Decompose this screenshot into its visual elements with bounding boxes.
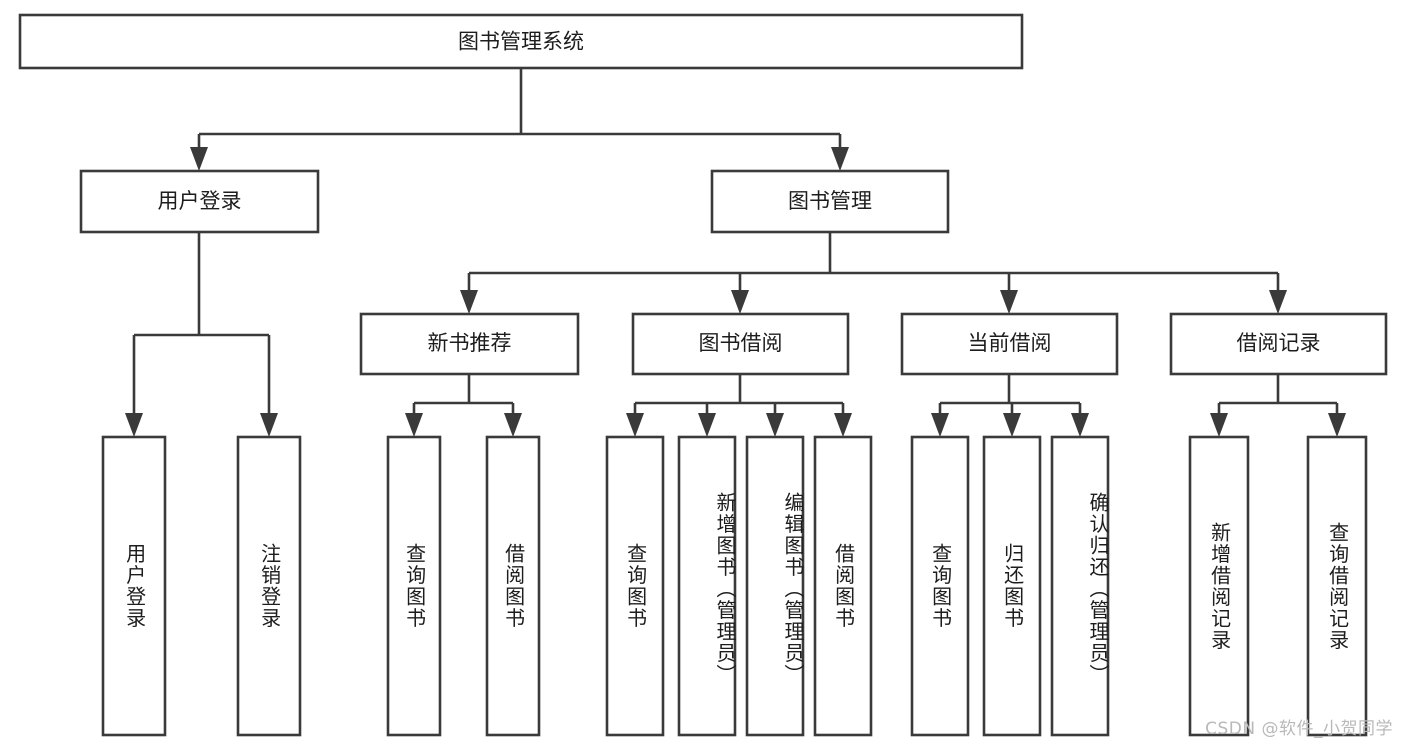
leaf-return-book-box[interactable] bbox=[982, 435, 1042, 737]
arrow-head-icon bbox=[504, 413, 522, 437]
arrow-head-icon bbox=[698, 413, 716, 437]
node-book-borrow[interactable]: 图书借阅 bbox=[631, 312, 850, 376]
node-root[interactable]: 图书管理系统 bbox=[18, 13, 1024, 70]
arrow-head-icon bbox=[260, 413, 278, 437]
leaf-borrow-book-1-box[interactable] bbox=[485, 435, 541, 737]
node-new-book-recommend-box[interactable] bbox=[359, 312, 580, 376]
arrow-head-icon bbox=[831, 147, 849, 171]
arrow-head-icon bbox=[1210, 413, 1228, 437]
arrow-head-icon bbox=[1269, 290, 1287, 314]
connector-new-book-recommend-to-leaves bbox=[405, 374, 522, 437]
leaf-borrow-book-2-box[interactable] bbox=[813, 435, 873, 737]
node-current-borrow-label: 当前借阅 bbox=[968, 331, 1052, 355]
node-current-borrow[interactable]: 当前借阅 bbox=[900, 312, 1119, 376]
arrow-head-icon bbox=[190, 147, 208, 171]
leaf-edit-book-admin-box[interactable] bbox=[745, 435, 805, 737]
node-root-box[interactable] bbox=[18, 13, 1024, 70]
leaf-query-book-3-box[interactable] bbox=[910, 435, 970, 737]
arrow-head-icon bbox=[460, 290, 478, 314]
node-borrow-record[interactable]: 借阅记录 bbox=[1169, 312, 1388, 376]
arrow-head-icon bbox=[766, 413, 784, 437]
leaf-add-book-admin-box[interactable] bbox=[677, 435, 737, 737]
leaf-query-borrow-record-box[interactable] bbox=[1306, 435, 1368, 737]
arrow-head-icon bbox=[1000, 290, 1018, 314]
node-root-label: 图书管理系统 bbox=[458, 30, 584, 54]
leaf-query-book-1-box[interactable] bbox=[386, 435, 442, 737]
arrow-head-icon bbox=[125, 413, 143, 437]
node-book-manage-label: 图书管理 bbox=[788, 189, 872, 213]
connector-current-borrow-to-leaves bbox=[931, 374, 1089, 437]
arrow-head-icon bbox=[931, 413, 949, 437]
node-user-login-label: 用户登录 bbox=[158, 189, 242, 213]
arrow-head-icon bbox=[834, 413, 852, 437]
arrow-head-icon bbox=[1328, 413, 1346, 437]
leaf-query-book-2-box[interactable] bbox=[605, 435, 665, 737]
arrow-head-icon bbox=[731, 290, 749, 314]
node-new-book-recommend[interactable]: 新书推荐 bbox=[359, 312, 580, 376]
arrow-head-icon bbox=[1071, 413, 1089, 437]
csdn-watermark: CSDN @软件_小贺同学 bbox=[1205, 719, 1393, 739]
node-user-login-box[interactable] bbox=[79, 169, 320, 234]
connector-user-login-to-leaves bbox=[125, 232, 278, 437]
node-borrow-record-label: 借阅记录 bbox=[1237, 331, 1321, 355]
node-book-borrow-label: 图书借阅 bbox=[699, 331, 783, 355]
node-user-login[interactable]: 用户登录 bbox=[79, 169, 320, 234]
connector-book-borrow-to-leaves bbox=[626, 374, 852, 437]
leaf-add-borrow-record-box[interactable] bbox=[1188, 435, 1250, 737]
leaf-boxes bbox=[101, 435, 1368, 737]
node-new-book-recommend-label: 新书推荐 bbox=[428, 331, 512, 355]
connector-book-manage-to-level3 bbox=[460, 232, 1287, 314]
leaf-confirm-return-admin-box[interactable] bbox=[1050, 435, 1110, 737]
leaf-logout-box[interactable] bbox=[236, 435, 302, 737]
connector-borrow-record-to-leaves bbox=[1210, 374, 1346, 437]
arrow-head-icon bbox=[405, 413, 423, 437]
arrow-head-icon bbox=[626, 413, 644, 437]
node-current-borrow-box[interactable] bbox=[900, 312, 1119, 376]
node-book-manage[interactable]: 图书管理 bbox=[710, 169, 950, 234]
arrow-head-icon bbox=[1003, 413, 1021, 437]
leaf-user-login-box[interactable] bbox=[101, 435, 167, 737]
connector-root-to-level2 bbox=[190, 68, 849, 171]
